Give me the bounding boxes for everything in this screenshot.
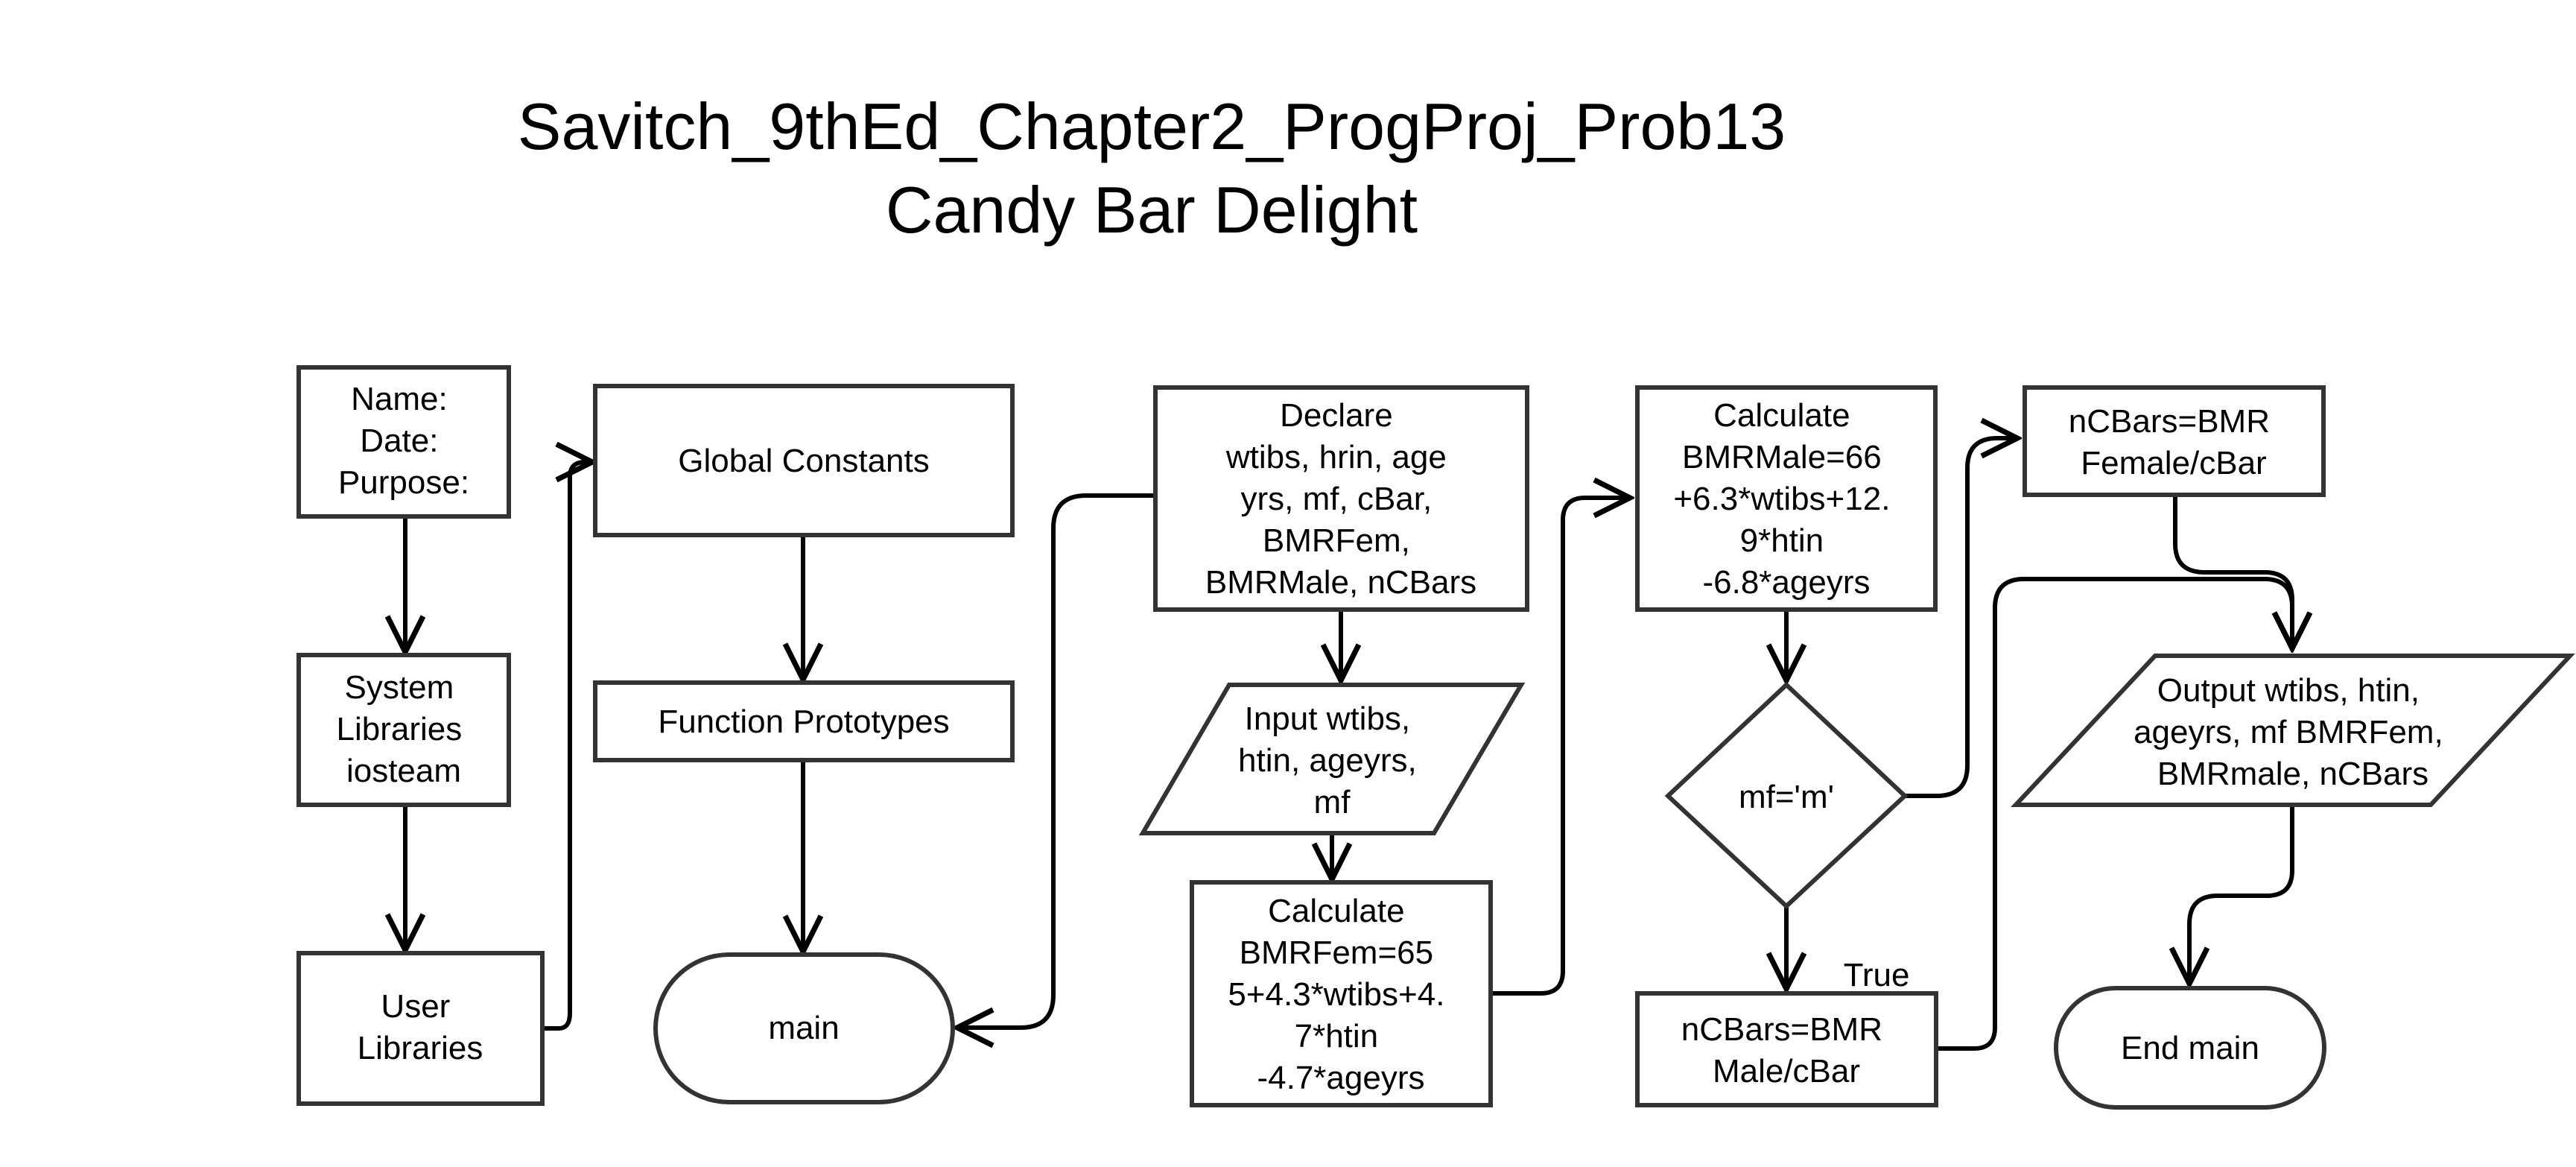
node-global-constants: Global Constants [593, 384, 1015, 537]
svg-text:Output wtibs, htin, agey: Output wtibs, htin, ageyrs, mf BMRFem, B… [2134, 672, 2452, 792]
connector-decision-to-ncbars-fem [1903, 438, 2017, 798]
node-function-prototypes: Function Prototypes [593, 680, 1015, 762]
svg-text:Name: Date: Purpos: Name: Date: Purpose: [338, 381, 469, 501]
node-input: Input wtibs, htin, ageyrs, mf [1138, 683, 1526, 835]
connector-declare-to-main [957, 493, 1158, 1028]
svg-text:nCBars=BMR Male/cBar: nCBars=BMR Male/cBar [1681, 1011, 1891, 1089]
svg-text:Function Prototypes: Function Prototypes [658, 703, 949, 740]
node-header-box: Name: Date: Purpose: [296, 365, 511, 519]
connector-output-to-endmain [2189, 804, 2294, 984]
svg-text:Declare wtibs, hrin, age: Declare wtibs, hrin, age yrs, mf, cBar, … [1205, 397, 1476, 601]
svg-text:End main: End main [2121, 1030, 2259, 1066]
node-ncbars-male: nCBars=BMR Male/cBar [1635, 991, 1938, 1107]
node-decision-gender: mf='m' [1664, 681, 1909, 910]
svg-text:Input wtibs, htin, ageyr: Input wtibs, htin, ageyrs, mf [1238, 700, 1426, 820]
diagram-title-line1: Savitch_9thEd_Chapter2_ProgProj_Prob13 [518, 89, 1786, 163]
node-main: main [653, 952, 955, 1104]
node-ncbars-female: nCBars=BMR Female/cBar [2023, 385, 2326, 497]
svg-text:mf='m': mf='m' [1739, 779, 1834, 815]
connector-ncbars-fem-to-output [2173, 493, 2292, 648]
svg-text:System Libraries i: System Libraries iosteam [337, 669, 472, 789]
connector-ncbars-male-to-output [1934, 577, 2292, 1051]
svg-text:Calculate BMRFem=65: Calculate BMRFem=65 5+4.3*wtibs+4. 7*hti… [1228, 893, 1453, 1096]
svg-text:Global Constants: Global Constants [678, 443, 930, 479]
svg-text:main: main [768, 1010, 839, 1046]
svg-text:nCBars=BMR Female/cBar: nCBars=BMR Female/cBar [2069, 403, 2279, 481]
node-calculate-bmr-female: Calculate BMRFem=65 5+4.3*wtibs+4. 7*hti… [1190, 880, 1493, 1107]
svg-text:User Libraries: User Libraries [358, 988, 483, 1066]
true-branch-label: True [1844, 957, 1910, 993]
node-end-main: End main [2054, 986, 2326, 1110]
node-declare-variables: Declare wtibs, hrin, age yrs, mf, cBar, … [1153, 385, 1529, 612]
node-calculate-bmr-male: Calculate BMRMale=66 +6.3*wtibs+12. 9*ht… [1635, 385, 1938, 612]
connector-user-to-global [540, 462, 592, 1031]
diagram-title-line2: Candy Bar Delight [886, 173, 1418, 247]
connector-calcfem-to-calcmale [1488, 498, 1630, 996]
node-user-libraries: User Libraries [296, 951, 545, 1106]
node-output: Output wtibs, htin, ageyrs, mf BMRFem, B… [2011, 654, 2575, 807]
node-system-libraries: System Libraries iosteam [296, 653, 511, 807]
svg-text:Calculate BMRMale=66: Calculate BMRMale=66 +6.3*wtibs+12. 9*ht… [1673, 397, 1899, 601]
